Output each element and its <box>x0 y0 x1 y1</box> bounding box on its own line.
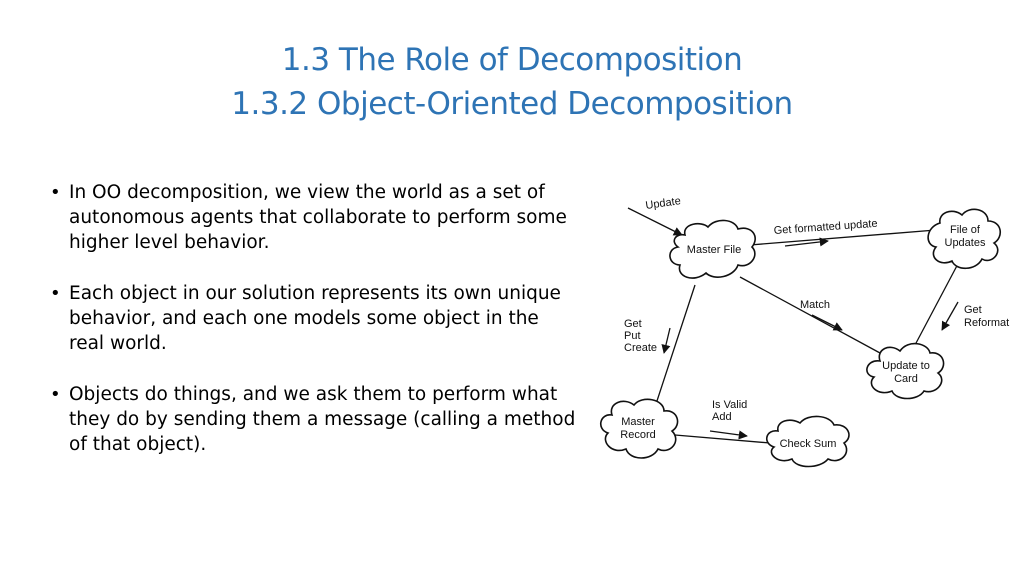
object-diagram: Master File File of Updates Update to Ca… <box>600 195 1009 468</box>
msg-is-valid-add-line1: Is Valid <box>712 399 747 411</box>
match-arrow-icon <box>811 314 843 331</box>
link-masterfile-fileofupdates <box>749 229 937 246</box>
bullet-dot-icon: • <box>50 384 61 405</box>
msg-get-formatted-update: Get formatted update <box>773 218 878 237</box>
bullet-list: • In OO decomposition, we view the world … <box>48 180 578 483</box>
node-file-of-updates-line2: Updates <box>945 237 986 249</box>
msg-get-put-create-line1: Get <box>624 318 642 330</box>
master-file-cloud-icon <box>669 219 756 279</box>
bullet-text: Objects do things, and we ask them to pe… <box>69 384 576 455</box>
bullet-item: • Each object in our solution represents … <box>48 281 578 356</box>
msg-is-valid-add-line2: Add <box>712 411 732 423</box>
master-record-cloud-icon <box>600 398 679 459</box>
file-of-updates-cloud-icon <box>927 208 1001 270</box>
node-master-file: Master File <box>687 244 741 256</box>
node-update-to-card-line1: Update to <box>882 360 930 372</box>
msg-update: Update <box>645 195 682 212</box>
bullet-item: • In OO decomposition, we view the world … <box>48 180 578 255</box>
node-check-sum: Check Sum <box>780 438 837 450</box>
bullet-dot-icon: • <box>50 283 61 304</box>
link-masterrecord-checksum <box>674 434 771 444</box>
link-fileofupdates-updatetocard <box>914 259 961 346</box>
bullet-text: Each object in our solution represents i… <box>69 283 561 354</box>
get-formatted-update-arrow-icon <box>784 237 829 247</box>
node-master-record-line1: Master <box>621 416 655 428</box>
slide-title: 1.3 The Role of Decomposition 1.3.2 Obje… <box>0 38 1024 126</box>
check-sum-cloud-icon <box>766 415 850 468</box>
update-arrow-icon <box>627 207 683 236</box>
msg-get-put-create-line2: Put <box>624 330 641 342</box>
node-update-to-card-line2: Card <box>894 373 918 385</box>
link-masterfile-updatetocard <box>739 276 881 354</box>
node-master-record-line2: Record <box>620 429 655 441</box>
title-line-2: 1.3.2 Object-Oriented Decomposition <box>231 86 793 122</box>
title-line-1: 1.3 The Role of Decomposition <box>281 42 743 78</box>
link-masterfile-masterrecord <box>654 284 696 408</box>
get-put-create-arrow-icon <box>661 327 671 354</box>
bullet-text: In OO decomposition, we view the world a… <box>69 182 567 253</box>
msg-get-reformat-line1: Get <box>964 304 982 316</box>
update-to-card-cloud-icon <box>866 342 945 400</box>
get-reformat-arrow-icon <box>941 301 959 331</box>
msg-get-put-create-line3: Create <box>624 342 657 354</box>
msg-get-reformat-line2: Reformat <box>964 317 1009 329</box>
bullet-item: • Objects do things, and we ask them to p… <box>48 382 578 457</box>
is-valid-add-arrow-icon <box>709 430 748 440</box>
bullet-dot-icon: • <box>50 182 61 203</box>
msg-match: Match <box>800 299 830 311</box>
node-file-of-updates-line1: File of <box>950 224 981 236</box>
